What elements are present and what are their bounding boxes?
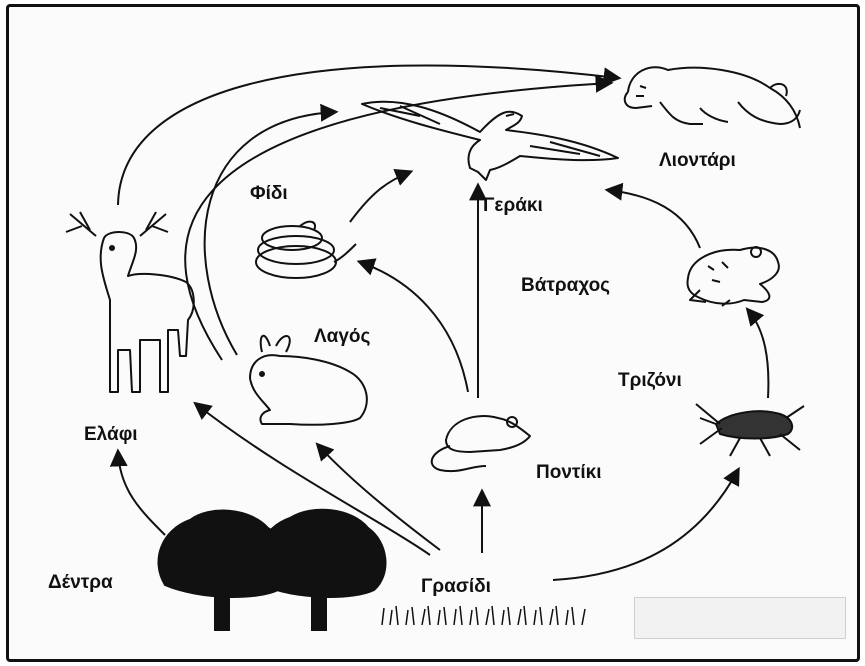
mouse-icon [432, 416, 530, 471]
lion-icon [625, 67, 800, 128]
label-lion: Λιοντάρι [659, 150, 736, 172]
blank-box [634, 597, 846, 639]
arrow-rabbit-to-hawk [185, 83, 610, 360]
label-cricket: Τριζόνι [618, 370, 682, 392]
hawk-icon [362, 102, 618, 180]
arrow-frog-to-hawk [608, 190, 700, 248]
label-rabbit: Λαγός [314, 326, 370, 348]
label-trees: Δέντρα [48, 572, 113, 594]
arrow-snake-to-hawk [350, 172, 410, 222]
arrow-grass-to-cricket [553, 470, 738, 580]
trees-icon [158, 510, 385, 630]
arrow-mouse-to-snake [360, 262, 468, 392]
label-hawk: Γεράκι [483, 195, 543, 217]
snake-icon [256, 222, 356, 278]
frog-icon [688, 247, 779, 306]
label-snake: Φίδι [250, 183, 288, 205]
label-grass: Γρασίδι [421, 576, 491, 598]
deer-icon [66, 212, 194, 392]
grass-icon [382, 606, 585, 625]
label-mouse: Ποντίκι [536, 462, 602, 484]
rabbit-icon [250, 336, 367, 425]
arrow-trees-to-deer [118, 452, 165, 535]
label-frog: Βάτραχος [521, 275, 610, 297]
cricket-icon [696, 404, 804, 456]
arrow-cricket-to-frog [748, 310, 768, 398]
label-deer: Ελάφι [84, 424, 138, 446]
